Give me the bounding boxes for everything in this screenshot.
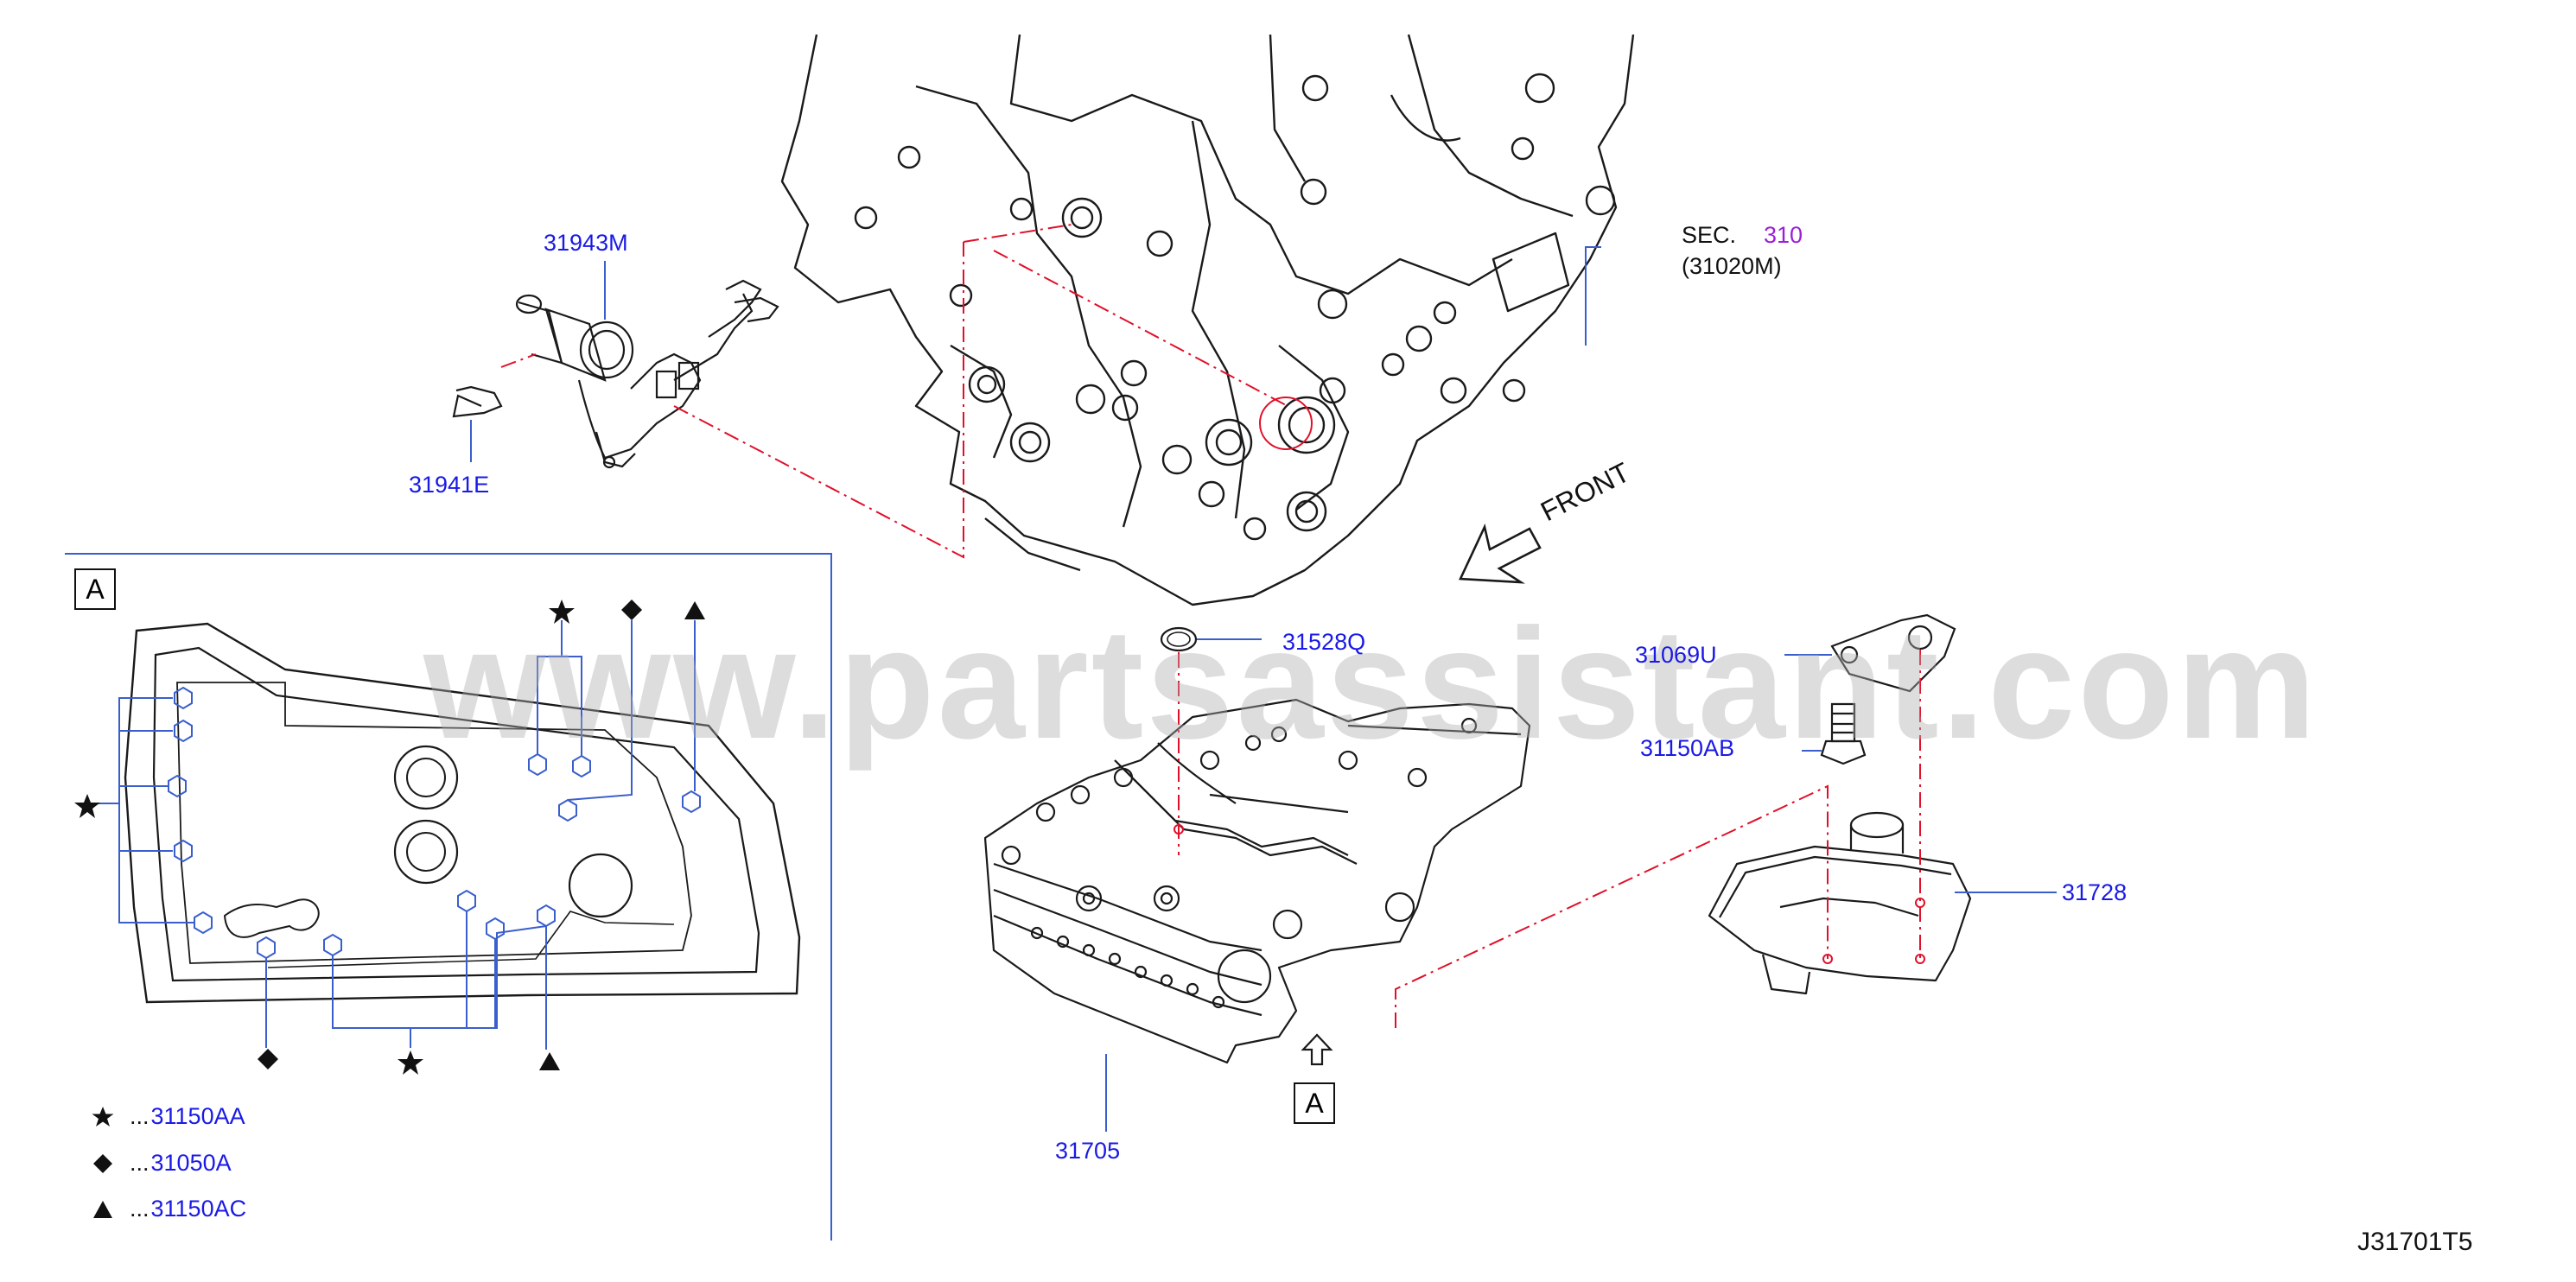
- bolt-31150AB: [1820, 702, 1867, 765]
- oil-strainer-31728: [1708, 811, 1972, 995]
- star-icon: [74, 794, 100, 818]
- legend-part-31050A[interactable]: 31050A: [150, 1150, 232, 1176]
- star-icon: [92, 1106, 114, 1127]
- diagram-code: J31701T5: [2357, 1228, 2473, 1256]
- view-arrow-icon: [1301, 1033, 1333, 1066]
- triangle-icon: [93, 1200, 112, 1218]
- star-icon: [398, 1050, 423, 1075]
- part-label-31728[interactable]: 31728: [2062, 879, 2128, 905]
- legend-row-diamond: ... 31050A: [92, 1150, 232, 1177]
- legend-part-31150AA[interactable]: 31150AA: [150, 1103, 245, 1129]
- legend-row-triangle: ... 31150AC: [92, 1196, 246, 1222]
- section-reference: (31020M): [1682, 253, 1782, 279]
- control-valve-31705: [983, 698, 1531, 1064]
- legend-dots: ...: [130, 1196, 149, 1222]
- part-label-31705[interactable]: 31705: [1055, 1138, 1121, 1164]
- view-a-reference-label: A: [1294, 1082, 1335, 1124]
- o-ring-31528Q: [1160, 626, 1198, 652]
- solenoid-harness-31943M: [515, 279, 779, 469]
- diamond-icon: [621, 600, 642, 620]
- clip-31941E: [452, 385, 503, 418]
- triangle-icon: [684, 601, 705, 619]
- part-label-31528Q[interactable]: 31528Q: [1282, 629, 1366, 655]
- diamond-icon: [93, 1153, 112, 1173]
- transmission-case: [780, 34, 1635, 606]
- bracket-31069U: [1830, 613, 1956, 693]
- leader-lines: [470, 246, 2057, 1132]
- legend-dots: ...: [130, 1150, 149, 1176]
- legend-row-star: ... 31150AA: [92, 1103, 245, 1130]
- front-arrow-icon: [1459, 524, 1542, 584]
- triangle-icon: [539, 1052, 560, 1070]
- view-a-label: A: [74, 568, 116, 610]
- section-label: SEC.: [1682, 222, 1737, 248]
- view-a-panel: [65, 553, 832, 1241]
- legend-dots: ...: [130, 1103, 149, 1129]
- part-label-31150AB[interactable]: 31150AB: [1640, 735, 1735, 761]
- section-number-link[interactable]: 310: [1764, 222, 1803, 248]
- star-icon: [549, 600, 575, 624]
- legend-part-31150AC[interactable]: 31150AC: [150, 1196, 247, 1222]
- watermark: www.partsassistant.com: [423, 595, 2319, 771]
- part-label-31941E[interactable]: 31941E: [409, 472, 490, 498]
- diamond-icon: [258, 1049, 278, 1069]
- part-label-31069U[interactable]: 31069U: [1635, 642, 1717, 668]
- part-label-31943M[interactable]: 31943M: [544, 230, 628, 256]
